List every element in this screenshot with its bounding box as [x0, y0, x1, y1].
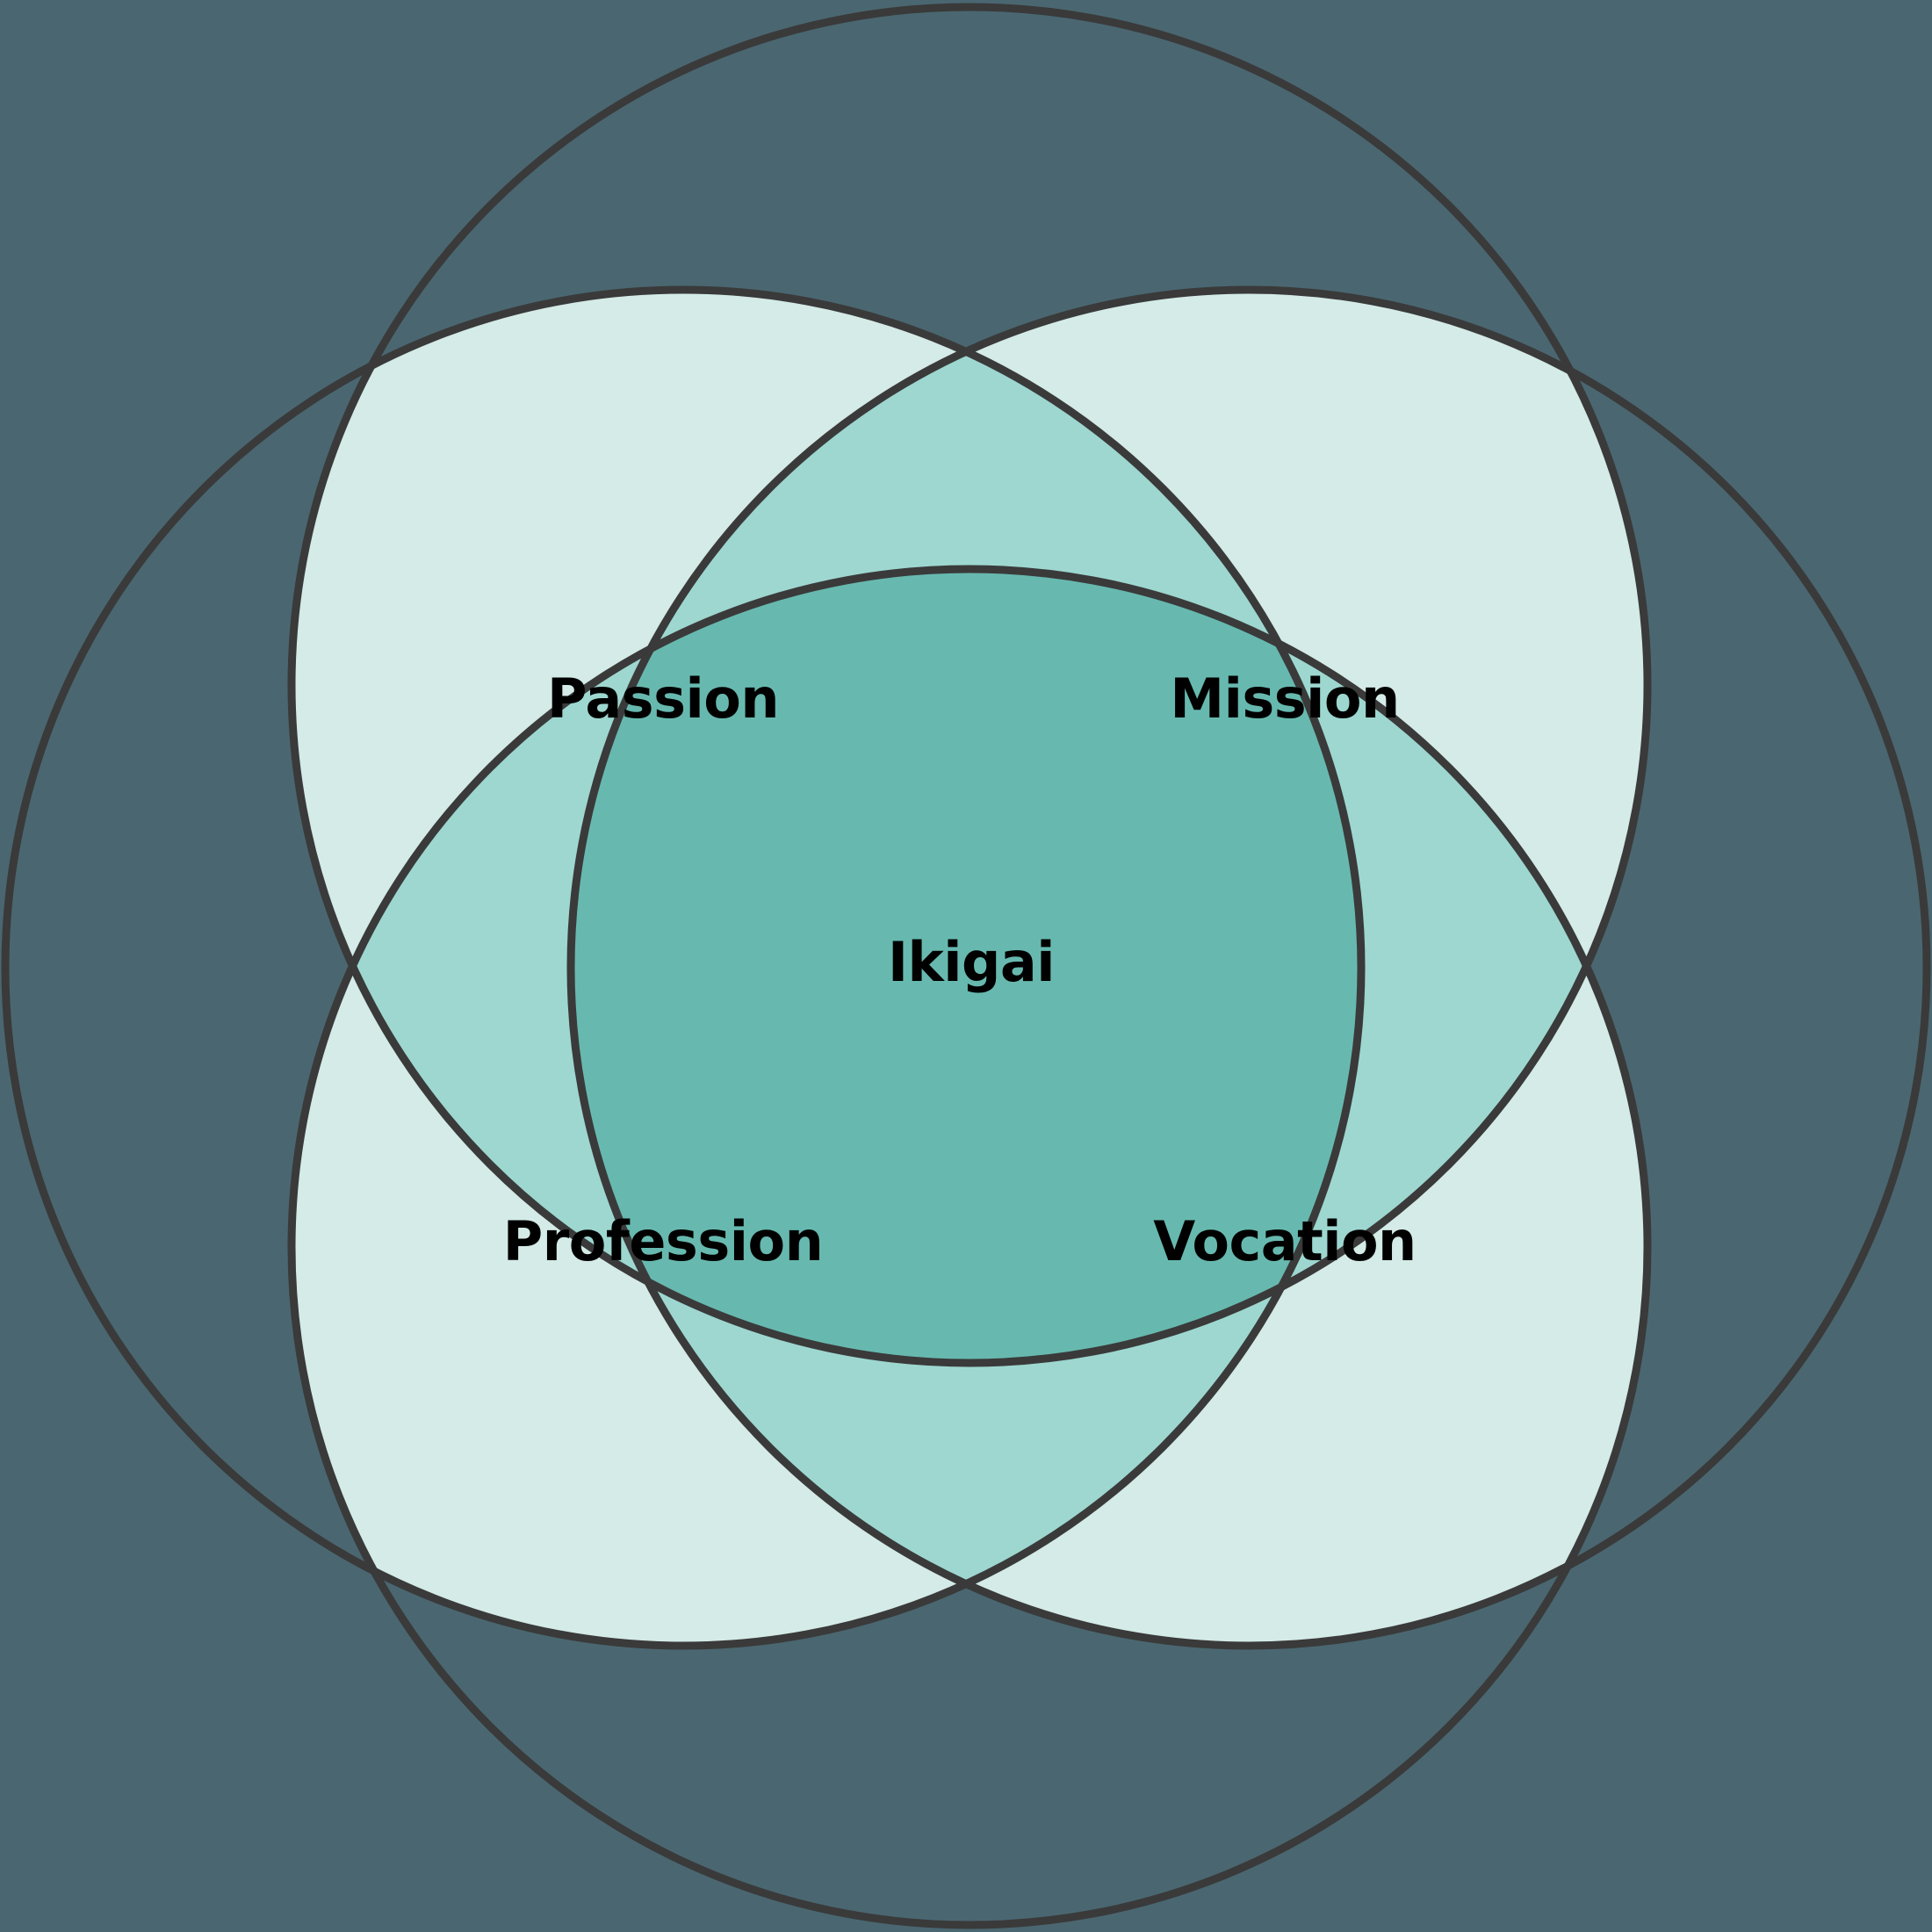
- label-vocation: Vocation: [1153, 1209, 1416, 1273]
- label-passion: Passion: [547, 667, 779, 731]
- label-ikigai: Ikigai: [888, 930, 1055, 994]
- label-mission: Mission: [1170, 667, 1399, 731]
- circle-outlines: [1, 3, 1931, 1929]
- circle-top[interactable]: [287, 3, 1652, 1367]
- circle-right[interactable]: [566, 285, 1931, 1650]
- venn-labels: Passion Mission Profession Vocation Ikig…: [503, 667, 1417, 1273]
- circle-bottom[interactable]: [287, 565, 1652, 1929]
- circle-left[interactable]: [1, 285, 1366, 1650]
- label-profession: Profession: [503, 1209, 823, 1273]
